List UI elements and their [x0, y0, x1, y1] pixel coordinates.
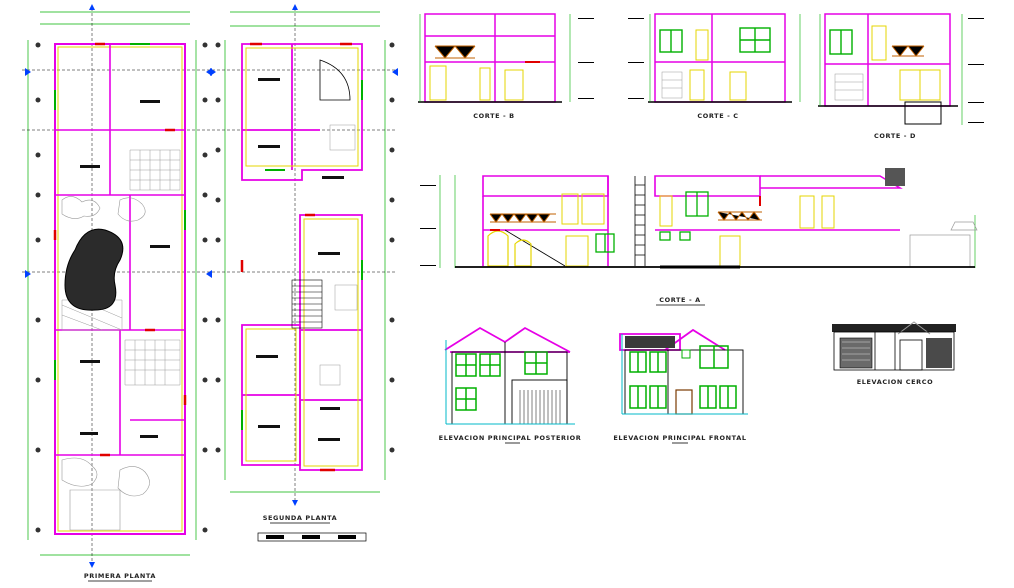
- front-elevation-title: ELEVACION PRINCIPAL FRONTAL: [613, 434, 746, 442]
- front-elevation: ELEVACION PRINCIPAL FRONTAL: [613, 328, 748, 444]
- scale-bar: [257, 532, 367, 542]
- section-a: CORTE - A: [420, 168, 978, 306]
- section-b-title: CORTE - B: [473, 112, 514, 120]
- section-d-title: CORTE - D: [874, 132, 916, 140]
- section-d: CORTE - D: [818, 13, 984, 140]
- section-b: CORTE - B: [418, 13, 594, 120]
- rear-elevation: ELEVACION PRINCIPAL POSTERIOR: [439, 326, 582, 444]
- first-floor-plan-title: PRIMERA PLANTA: [84, 572, 156, 580]
- section-c-title: CORTE - C: [697, 112, 738, 120]
- pool-shape: [64, 228, 124, 311]
- fence-elevation-title: ELEVACION CERCO: [857, 378, 934, 386]
- second-floor-plan-title: SEGUNDA PLANTA: [263, 514, 338, 522]
- first-floor-plan: PRIMERA PLANTA: [22, 4, 212, 582]
- fence-elevation: ELEVACION CERCO: [832, 321, 956, 386]
- section-a-title: CORTE - A: [659, 296, 701, 304]
- rear-elevation-title: ELEVACION PRINCIPAL POSTERIOR: [439, 434, 582, 442]
- section-c: CORTE - C: [628, 13, 801, 120]
- second-floor-plan: SEGUNDA PLANTA: [210, 4, 398, 542]
